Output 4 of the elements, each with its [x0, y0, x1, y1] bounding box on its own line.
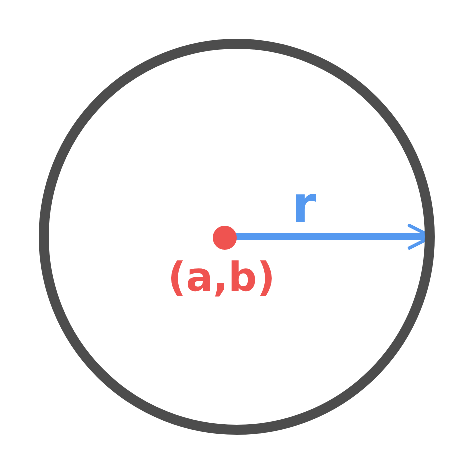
center-dot — [213, 226, 237, 250]
radius-label: r — [292, 180, 317, 230]
point-label: (a,b) — [168, 258, 276, 298]
circle-outline — [39, 39, 435, 435]
